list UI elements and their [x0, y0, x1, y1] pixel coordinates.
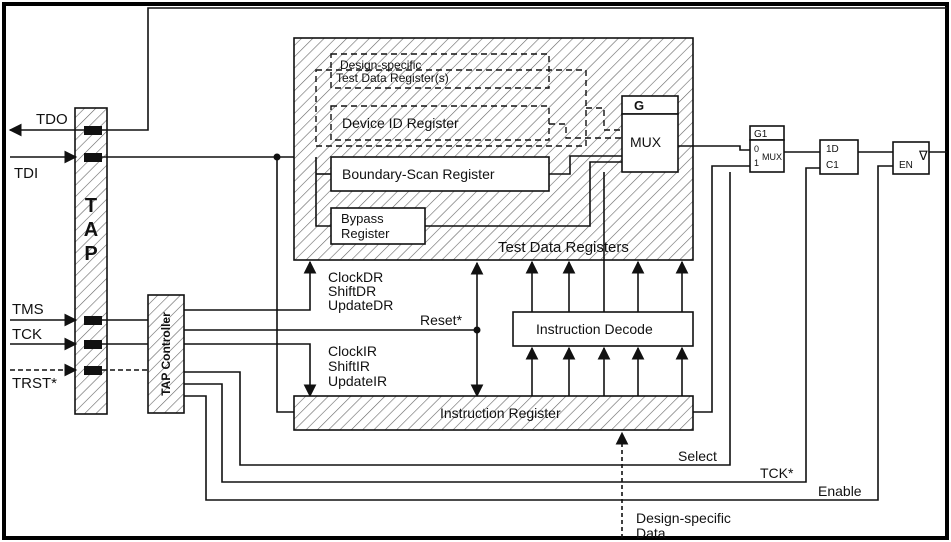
svg-text:ShiftDR: ShiftDR [328, 283, 376, 299]
svg-text:Bypass: Bypass [341, 211, 384, 226]
mux-g-box [621, 95, 679, 115]
tap-block: T A P [74, 107, 108, 415]
svg-text:TDO: TDO [36, 111, 68, 128]
select-signal: Select [184, 172, 731, 466]
pin-tdo: TDO [8, 111, 84, 137]
design-specific-data: Design-specific Data [615, 431, 731, 541]
svg-text:Reset*: Reset* [420, 312, 463, 328]
svg-text:Select: Select [678, 448, 717, 464]
svg-text:Instruction Decode: Instruction Decode [536, 321, 653, 337]
svg-text:Test Data Register(s): Test Data Register(s) [336, 71, 449, 85]
test-data-registers-title: Test Data Registers [498, 239, 629, 256]
svg-text:1D: 1D [826, 144, 839, 155]
tdi-pad [84, 153, 102, 162]
boundary-scan-register [330, 156, 550, 192]
decode-to-tdr-arrows [525, 260, 689, 312]
tdo-pad [84, 126, 102, 135]
svg-text:Design-specific: Design-specific [636, 510, 731, 526]
svg-text:G: G [634, 98, 644, 113]
enable-signal: Enable [184, 165, 893, 501]
svg-text:C1: C1 [826, 160, 839, 171]
tap-controller: TAP Controller [147, 294, 185, 414]
svg-text:EN: EN [899, 160, 913, 171]
svg-text:UpdateIR: UpdateIR [328, 373, 387, 389]
svg-text:TRST*: TRST* [12, 375, 57, 392]
svg-text:∇: ∇ [918, 148, 928, 163]
design-specific-register-box [330, 53, 550, 89]
svg-text:Enable: Enable [818, 483, 862, 499]
svg-text:UpdateDR: UpdateDR [328, 297, 393, 313]
svg-text:G1: G1 [754, 129, 768, 140]
pin-trst: TRST* [10, 363, 78, 392]
svg-text:ShiftIR: ShiftIR [328, 358, 370, 374]
svg-text:Boundary-Scan Register: Boundary-Scan Register [342, 166, 495, 182]
mux-box [621, 113, 679, 173]
output-flipflop: 1D C1 [819, 139, 859, 175]
test-data-registers: Test Data Registers Design-specific Test… [293, 37, 694, 312]
ir-control-signals: ClockIR ShiftIR UpdateIR [328, 343, 387, 389]
svg-text:ClockIR: ClockIR [328, 343, 377, 359]
pin-tck: TCK [10, 326, 78, 351]
tck-star-signal: TCK* [184, 167, 820, 483]
svg-text:Data: Data [636, 525, 666, 541]
tap-letter-p: P [84, 243, 97, 265]
output-mux: G1 0 1 MUX [749, 125, 785, 173]
svg-text:Device ID Register: Device ID Register [342, 115, 459, 131]
svg-text:MUX: MUX [630, 134, 662, 150]
svg-text:Register: Register [341, 226, 390, 241]
tms-pad [84, 316, 102, 325]
svg-text:ClockDR: ClockDR [328, 269, 383, 285]
enable-buffer: EN ∇ [892, 141, 930, 175]
svg-text:Design-specific: Design-specific [340, 58, 421, 72]
svg-text:TMS: TMS [12, 301, 44, 318]
tap-letter-t: T [85, 195, 97, 217]
pin-tms: TMS [10, 301, 78, 327]
svg-text:TCK*: TCK* [760, 465, 794, 481]
dr-control-signals: ClockDR ShiftDR UpdateDR [328, 269, 393, 313]
svg-text:1: 1 [754, 158, 759, 168]
trst-pad [84, 366, 102, 375]
svg-text:Instruction Register: Instruction Register [440, 405, 561, 421]
svg-text:MUX: MUX [762, 152, 782, 162]
tck-pad [84, 340, 102, 349]
reset-signal: Reset* [184, 261, 484, 398]
ir-to-decode-arrows [525, 346, 689, 396]
device-id-register [330, 105, 550, 141]
instruction-register: Instruction Register [293, 395, 694, 431]
pin-tdi: TDI [10, 150, 78, 182]
svg-text:TAP Controller: TAP Controller [159, 312, 173, 396]
svg-text:0: 0 [754, 144, 759, 154]
tap-letter-a: A [84, 219, 98, 241]
instruction-decode: Instruction Decode [512, 311, 694, 347]
svg-text:TCK: TCK [12, 326, 42, 343]
svg-text:TDI: TDI [14, 165, 38, 182]
